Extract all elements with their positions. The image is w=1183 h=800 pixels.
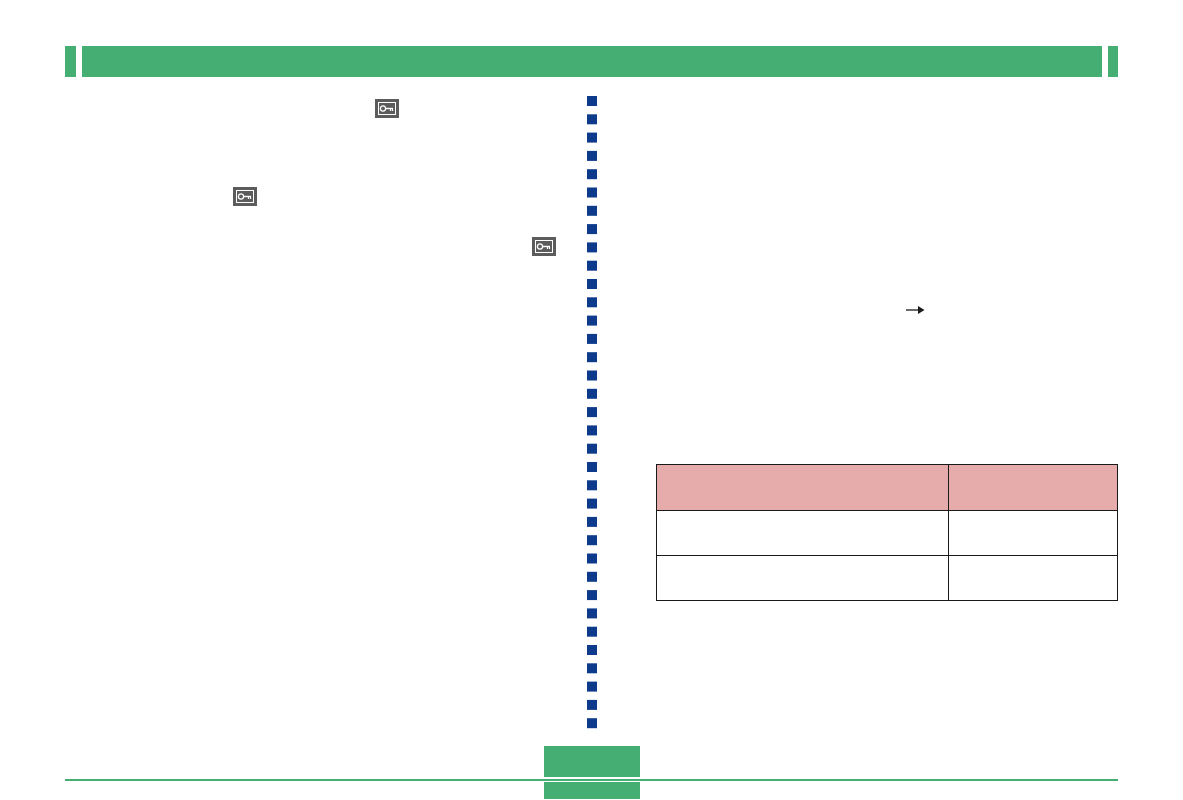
divider-dot — [587, 462, 597, 472]
divider-dot — [587, 187, 597, 198]
divider-dot — [587, 260, 597, 271]
divider-dot — [587, 205, 597, 216]
table-header-cell — [656, 464, 949, 511]
header-band-left — [65, 46, 76, 77]
divider-dot — [587, 608, 597, 619]
divider-dot — [587, 150, 597, 161]
divider-dot — [587, 626, 597, 637]
divider-dot — [587, 297, 597, 308]
header-band — [82, 46, 1102, 77]
right-arrow-icon — [905, 303, 927, 317]
divider-dot — [587, 663, 597, 674]
divider-dot — [587, 590, 597, 601]
table-row — [656, 555, 1118, 601]
divider-dot — [587, 443, 597, 454]
divider-dot — [587, 388, 597, 399]
divider-dot — [587, 699, 597, 710]
divider-dot — [587, 333, 597, 344]
divider-dot — [587, 224, 597, 235]
spec-table — [656, 464, 1118, 601]
table-cell — [948, 510, 1118, 556]
divider-dot — [587, 114, 597, 125]
divider-dot — [587, 242, 597, 253]
divider-dot — [587, 352, 597, 363]
divider-dot — [587, 498, 597, 509]
divider-dot — [587, 681, 597, 692]
divider-dot — [587, 718, 597, 729]
table-cell — [948, 555, 1118, 601]
divider-dot — [587, 169, 597, 180]
page-number — [544, 746, 640, 777]
key-icon — [532, 237, 556, 256]
key-icon — [233, 187, 257, 206]
divider-dot — [587, 370, 597, 381]
divider-dot — [587, 480, 597, 491]
divider-dot — [587, 132, 597, 143]
divider-dot — [587, 315, 597, 326]
table-cell — [656, 510, 949, 556]
table-cell — [656, 555, 949, 601]
table-header-cell — [948, 464, 1118, 511]
page-number-tab-base — [544, 782, 640, 799]
page-number-tab — [544, 746, 640, 777]
divider-dot — [587, 407, 597, 418]
divider-dot — [587, 535, 597, 546]
column-divider — [587, 96, 597, 736]
footer-rule — [65, 779, 1118, 781]
table-header-row — [656, 464, 1118, 511]
divider-dot — [587, 571, 597, 582]
table-row — [656, 510, 1118, 556]
divider-dot — [587, 279, 597, 289]
divider-dot — [587, 645, 597, 655]
divider-dot — [587, 553, 597, 564]
header-band-right — [1108, 46, 1118, 77]
key-icon — [375, 99, 399, 118]
divider-dot — [587, 425, 597, 436]
divider-dot — [587, 96, 597, 106]
divider-dot — [587, 516, 597, 527]
